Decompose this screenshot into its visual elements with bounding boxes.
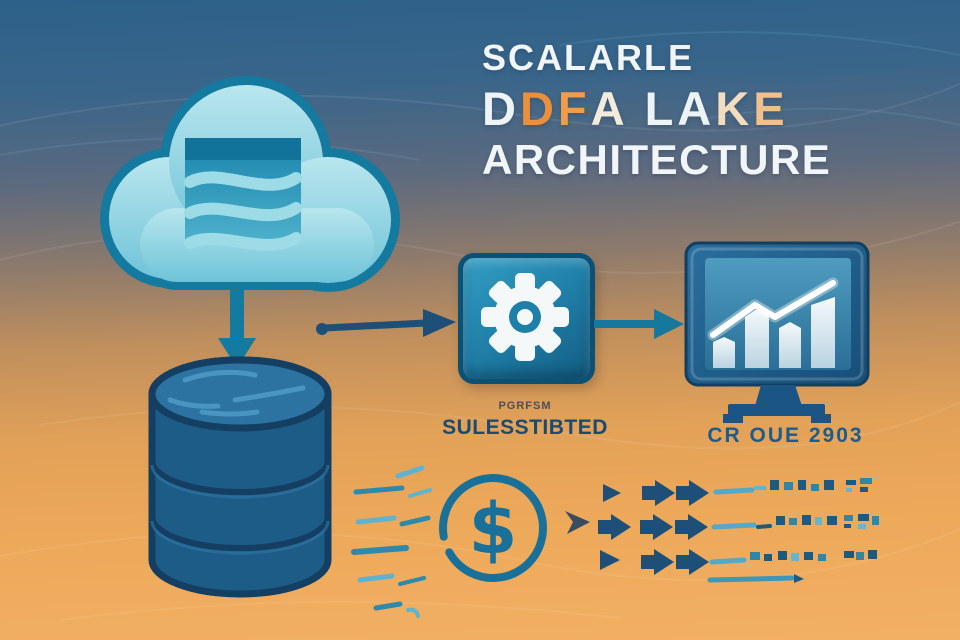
gear-icon (481, 273, 569, 361)
data-blocks-row-2 (776, 514, 879, 529)
database-cylinder-icon (148, 356, 332, 598)
title-letter: A (677, 82, 716, 135)
process-caption-small: PGRFSM (498, 400, 552, 412)
trend-line (710, 280, 836, 338)
right-arrow-navy-icon (316, 309, 456, 337)
title-letter: F (557, 82, 591, 135)
cloud-database-icon (100, 76, 400, 368)
flow-arrows-and-blocks-icon (598, 478, 879, 583)
speed-dashes-icon (351, 465, 432, 618)
monitor-stand (723, 385, 831, 423)
down-arrow-icon (218, 284, 256, 368)
monitor-caption: CR OUE 2903 (707, 424, 864, 447)
process-caption-main: SULESSTIBTED (442, 416, 608, 439)
cylinder-top-streaks (167, 369, 306, 417)
title-letter: E (753, 82, 789, 135)
dollar-coin-icon: $ (439, 474, 547, 582)
monitor-chart-icon (684, 241, 870, 423)
title-line-1: SCALARLE (482, 37, 694, 78)
data-blocks-row-1 (754, 478, 872, 492)
title-letter: A (590, 82, 629, 135)
data-blocks-row-3 (750, 550, 877, 561)
dollar-sign: $ (469, 488, 518, 570)
small-arrowhead-icon (565, 511, 590, 534)
title-letter: D (482, 82, 520, 135)
database-stack-icon (184, 138, 302, 251)
title-letter: D (519, 82, 558, 135)
right-arrow-teal-icon (594, 309, 684, 339)
title-line-3: ARCHITECTURE (482, 136, 832, 183)
title-letter: K (715, 82, 754, 135)
title-letter: L (644, 82, 678, 135)
processing-box (458, 253, 595, 384)
bar-chart-bars (713, 297, 835, 368)
